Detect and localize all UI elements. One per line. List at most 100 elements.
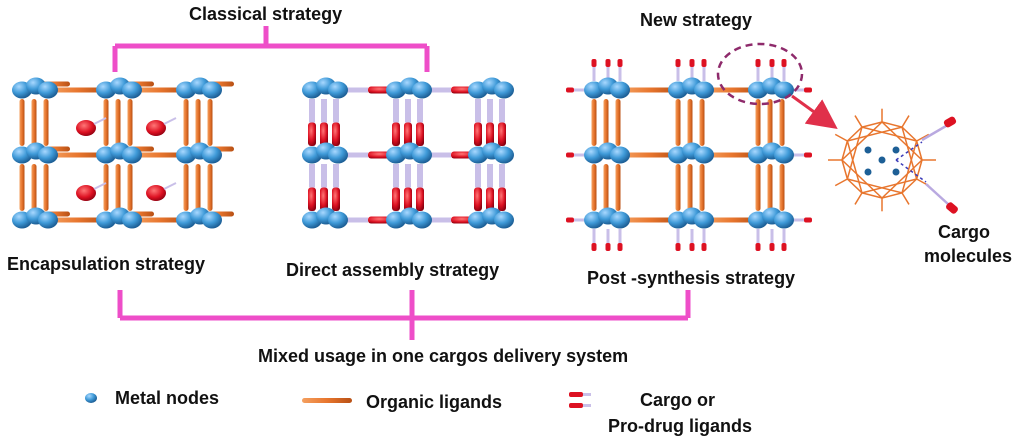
bond <box>846 140 863 194</box>
encapsulated-cargo <box>146 185 166 201</box>
organic-ligand <box>755 164 761 211</box>
cargo-molecules-label-line1: Cargo <box>938 222 991 242</box>
bond <box>901 115 910 128</box>
organic-ligand <box>127 99 133 146</box>
bond <box>881 121 903 128</box>
cargo-molecules-label-line2: molecules <box>924 246 1013 266</box>
cargo-trail <box>93 117 107 125</box>
cargo-tip <box>675 59 681 67</box>
prodrug-stick <box>333 99 339 123</box>
bond <box>846 126 863 142</box>
metal-node <box>202 81 222 99</box>
cargo-block <box>308 187 316 211</box>
organic-ligand <box>706 87 758 93</box>
metal-atom <box>892 146 900 154</box>
cargo-tip <box>769 59 775 67</box>
cargo-tip <box>617 243 623 251</box>
highlight-circle <box>716 42 804 106</box>
metal-atom <box>864 146 872 154</box>
cargo-tip <box>701 243 707 251</box>
bond <box>854 192 863 205</box>
bond <box>881 159 923 199</box>
cargo-block <box>474 122 482 146</box>
dashed-bond <box>895 141 923 161</box>
prodrug-stick <box>333 164 339 188</box>
cargo-tip <box>755 59 761 67</box>
metal-node <box>774 81 794 99</box>
bond <box>841 159 849 180</box>
cargo-tip <box>566 152 574 158</box>
cargo-block <box>332 187 340 211</box>
post-synthesis-strategy-label: Post -synthesis strategy <box>587 268 796 288</box>
bond <box>901 192 910 205</box>
metal-node <box>494 211 514 229</box>
cargo-tip <box>701 59 707 67</box>
encapsulation-strategy-label: Encapsulation strategy <box>7 254 206 274</box>
cargo-tip <box>689 243 695 251</box>
organic-ligand <box>687 164 693 211</box>
metal-atom <box>892 168 900 176</box>
cargo-block <box>416 187 424 211</box>
organic-ligand <box>767 164 773 211</box>
cargo-tip <box>946 202 958 214</box>
cargo-block <box>474 187 482 211</box>
prodrug-stick <box>424 152 451 158</box>
direct-assembly-framework <box>302 77 514 229</box>
organic-ligand <box>755 99 761 146</box>
organic-ligand <box>134 217 186 223</box>
cargo-block <box>404 187 412 211</box>
metal-node <box>38 211 58 229</box>
cargo-tip <box>804 217 812 223</box>
classical-bracket <box>112 26 430 72</box>
organic-ligand <box>115 164 121 211</box>
organic-ligand <box>134 87 186 93</box>
bond <box>901 140 918 194</box>
cargo-tip <box>591 59 597 67</box>
bond <box>841 140 849 161</box>
classical-strategy-label: Classical strategy <box>189 4 343 24</box>
organic-ligand <box>591 99 597 146</box>
organic-ligand <box>19 99 25 146</box>
metal-node <box>328 81 348 99</box>
bond <box>834 133 848 142</box>
bond <box>901 126 918 180</box>
organic-ligand <box>603 164 609 211</box>
organic-ligand <box>183 164 189 211</box>
organic-ligand <box>706 152 758 158</box>
metal-node <box>328 211 348 229</box>
organic-ligand <box>134 152 186 158</box>
organic-ligand <box>675 164 681 211</box>
prodrug-stick <box>309 99 315 123</box>
organic-ligand <box>591 164 597 211</box>
prodrug-stick <box>424 87 451 93</box>
metal-node <box>694 211 714 229</box>
metal-node <box>202 146 222 164</box>
metal-atom <box>878 156 886 164</box>
prodrug-stick <box>475 99 481 123</box>
organic-ligand <box>183 99 189 146</box>
bond <box>846 126 863 180</box>
bond <box>841 121 883 161</box>
organic-ligand <box>207 164 213 211</box>
cargo-block <box>332 122 340 146</box>
organic-ligand <box>19 164 25 211</box>
bond <box>861 178 917 194</box>
metal-node <box>412 81 432 99</box>
metal-node <box>610 211 630 229</box>
cargo-tip <box>689 59 695 67</box>
metal-node <box>694 81 714 99</box>
cargo-block <box>308 122 316 146</box>
cargo-tip <box>804 152 812 158</box>
organic-ligand <box>622 87 678 93</box>
bond <box>847 178 903 194</box>
encapsulated-cargo <box>76 120 96 136</box>
cargo-tip <box>755 243 761 251</box>
prodrug-stick <box>925 183 949 205</box>
organic-ligand <box>50 217 106 223</box>
organic-ligand <box>195 99 201 146</box>
organic-ligand <box>687 99 693 146</box>
bond <box>881 192 903 199</box>
cargo-trail <box>163 182 177 190</box>
organic-ligand <box>615 99 621 146</box>
